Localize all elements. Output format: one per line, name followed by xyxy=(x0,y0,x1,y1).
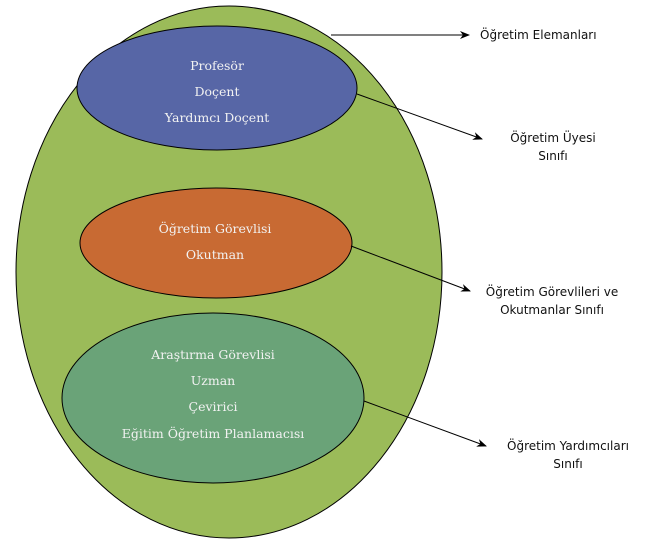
group-item: Okutman xyxy=(186,247,244,262)
label-line: Öğretim Yardımcıları xyxy=(507,437,629,453)
group-item: Profesör xyxy=(190,58,244,73)
arrow-ogretim-uyesi xyxy=(356,93,483,140)
label-ogretim-uyesi: Öğretim Üyesi Sınıfı xyxy=(510,129,596,163)
group-items-ogretim-gorevlileri: Öğretim Görevlisi Okutman xyxy=(159,220,272,262)
group-ellipse-ogretim-yardimcilari xyxy=(61,312,365,484)
group-ellipse-ogretim-uyesi xyxy=(76,25,358,151)
group-item: Çevirici xyxy=(189,399,238,414)
label-ogretim-yardimcilari: Öğretim Yardımcıları Sınıfı xyxy=(507,437,629,471)
group-item: Doçent xyxy=(194,84,239,99)
group-item: Yardımcı Doçent xyxy=(164,110,270,125)
label-ogretim-gorevlileri: Öğretim Görevlileri ve Okutmanlar Sınıfı xyxy=(486,283,618,317)
label-line: Okutmanlar Sınıfı xyxy=(500,303,604,317)
group-items-ogretim-uyesi: Profesör Doçent Yardımcı Doçent xyxy=(164,58,270,125)
label-line: Sınıfı xyxy=(538,149,567,163)
label-line: Sınıfı xyxy=(553,457,582,471)
arrow-ogretim-yardimcilari xyxy=(363,400,487,447)
group-items-ogretim-yardimcilari: Araştırma Görevlisi Uzman Çevirici Eğiti… xyxy=(122,347,305,441)
group-item: Uzman xyxy=(191,373,235,388)
group-item: Eğitim Öğretim Planlamacısı xyxy=(122,425,305,441)
group-item: Araştırma Görevlisi xyxy=(150,347,275,362)
arrow-ogretim-gorevlileri xyxy=(350,245,471,292)
group-item: Öğretim Görevlisi xyxy=(159,220,272,236)
label-line: Öğretim Üyesi xyxy=(510,129,596,145)
label-ogretim-elemanlari: Öğretim Elemanları xyxy=(480,26,597,42)
label-line: Öğretim Görevlileri ve xyxy=(486,283,618,299)
group-ellipse-ogretim-gorevlileri xyxy=(79,187,353,299)
